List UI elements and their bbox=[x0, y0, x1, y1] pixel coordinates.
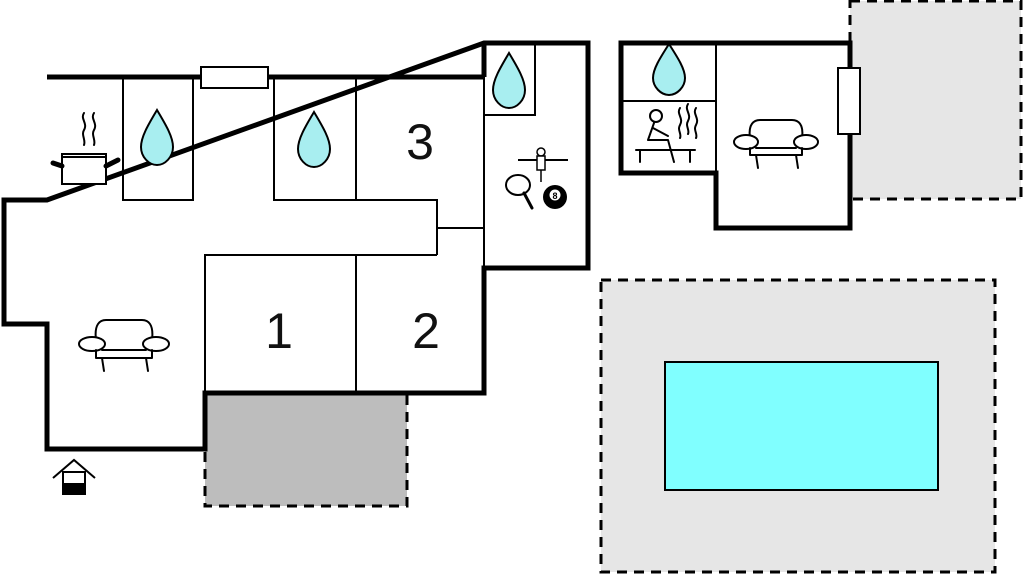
foosball-icon bbox=[518, 147, 568, 182]
swimming-pool bbox=[664, 361, 939, 491]
sauna-icon bbox=[635, 103, 699, 163]
bathroom-2-walls bbox=[273, 77, 357, 201]
bedroom-3-walls bbox=[356, 199, 484, 229]
games-bathroom-walls bbox=[484, 43, 536, 116]
bedroom-3-label: 3 bbox=[406, 114, 434, 170]
kitchen-bath-divider bbox=[122, 77, 194, 201]
window-annex bbox=[837, 67, 861, 135]
bedrooms-1-2-walls bbox=[204, 254, 437, 393]
outdoor-area-top-right bbox=[848, 0, 1023, 201]
terrace bbox=[203, 391, 409, 508]
entrance-icon bbox=[52, 458, 96, 495]
water-drop-icon bbox=[651, 42, 687, 97]
billiard-ball-number: 8 bbox=[552, 191, 557, 201]
bedroom-2-label: 2 bbox=[412, 303, 440, 359]
window-top bbox=[200, 66, 269, 89]
sofa-icon bbox=[733, 119, 819, 169]
water-drop-icon bbox=[296, 110, 332, 169]
cooking-pot-icon bbox=[50, 112, 121, 185]
ping-pong-paddle-icon bbox=[505, 174, 534, 210]
bedroom-1-label: 1 bbox=[265, 303, 293, 359]
sofa-icon bbox=[78, 319, 170, 372]
annex-outer-wall bbox=[618, 40, 853, 231]
billiard-ball-icon: 8 bbox=[543, 185, 567, 209]
water-drop-icon bbox=[491, 51, 527, 110]
water-drop-icon bbox=[139, 108, 175, 167]
